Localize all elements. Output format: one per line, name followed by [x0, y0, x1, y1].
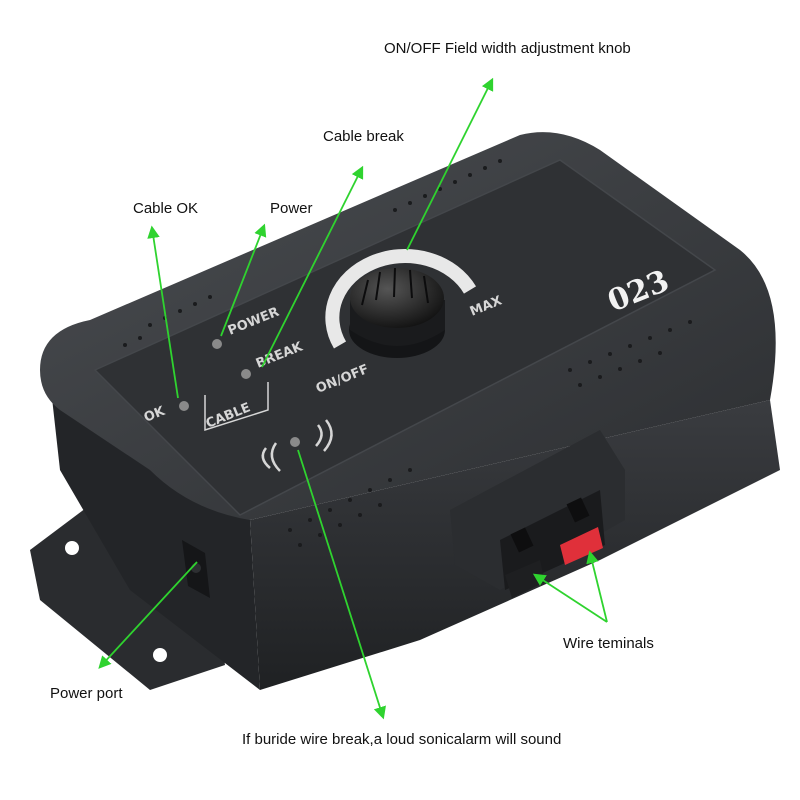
- callout-cable-ok: Cable OK: [133, 200, 199, 217]
- arrow-alarm: [297, 449, 386, 720]
- red-terminal-lever[interactable]: [560, 527, 603, 565]
- wire-terminal-block[interactable]: [450, 430, 625, 598]
- callout-cable-break: Cable break: [323, 128, 404, 145]
- vent-holes: [123, 159, 692, 547]
- dial-scale: [325, 249, 477, 349]
- alarm-led: [290, 437, 300, 447]
- callout-wire-terminals: Wire teminals: [563, 635, 654, 652]
- arrow-power-port: [98, 561, 198, 669]
- break-led: [241, 369, 251, 379]
- adjustment-knob-icon[interactable]: [349, 267, 445, 358]
- power-led: [212, 339, 222, 349]
- mount-hole-left: [65, 541, 79, 555]
- callout-knob: ON/OFF Field width adjustment knob: [384, 40, 631, 57]
- ok-led: [179, 401, 189, 411]
- arrow-terminal-red: [586, 550, 608, 623]
- callout-alarm: If buride wire break,a loud sonicalarm w…: [242, 731, 562, 748]
- callout-power-port: Power port: [50, 685, 123, 702]
- arrow-cable-break: [261, 165, 364, 368]
- arrow-knob: [406, 77, 494, 251]
- callout-arrows: [98, 77, 608, 720]
- cable-bracket: [204, 382, 269, 432]
- arrow-power: [220, 223, 267, 337]
- arrow-terminal-black: [532, 573, 608, 623]
- black-terminal-lever[interactable]: [505, 560, 545, 598]
- callout-power: Power: [270, 200, 313, 217]
- arrow-cable-ok: [147, 225, 179, 399]
- sound-wave-icon: [261, 419, 333, 472]
- mount-hole-bottom: [153, 648, 167, 662]
